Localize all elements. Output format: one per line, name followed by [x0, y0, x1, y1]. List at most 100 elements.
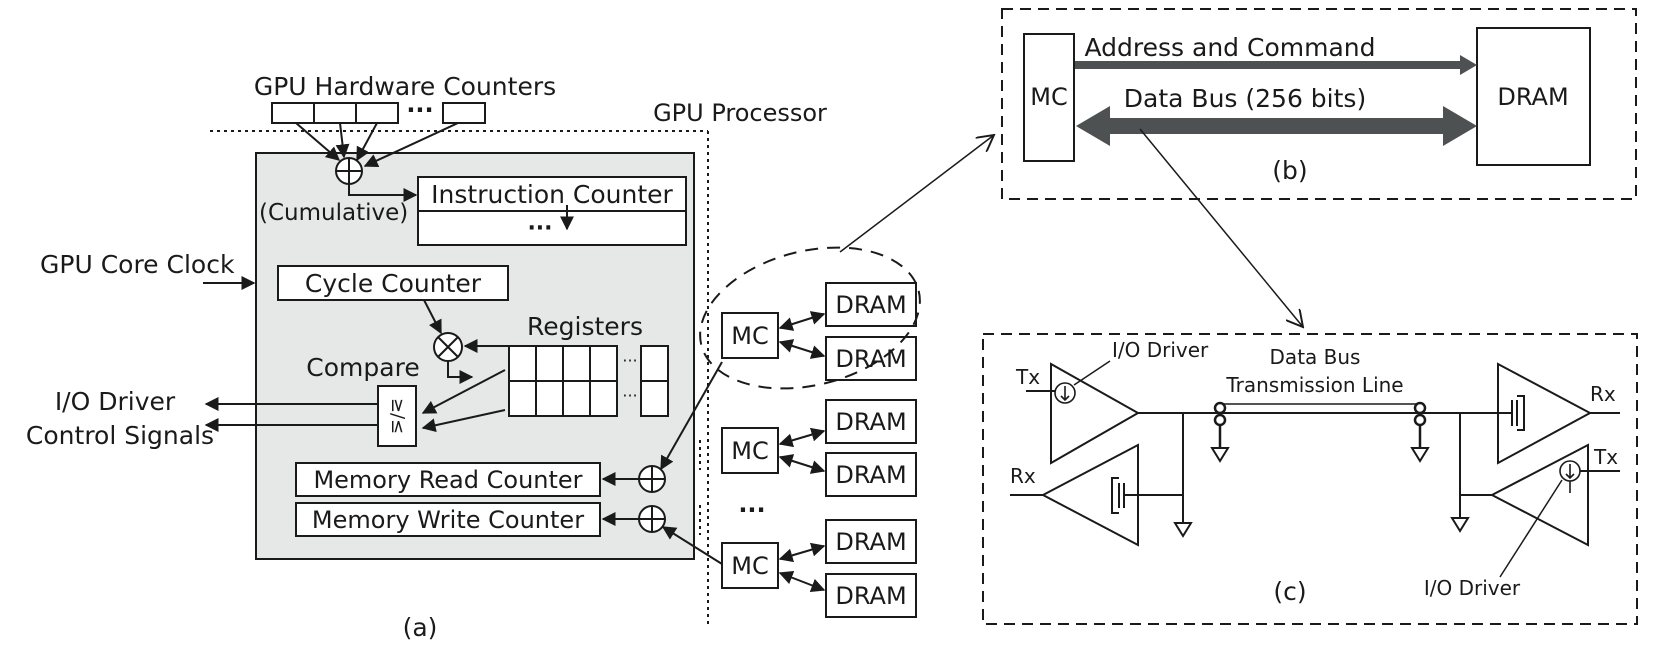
data-bus-line2: Transmission Line — [1225, 373, 1403, 397]
adder-write-icon — [638, 505, 666, 533]
mc-dram-link — [778, 311, 826, 331]
dram-label: DRAM — [835, 582, 906, 610]
data-bus-arrow — [1076, 106, 1477, 146]
tx-driver-right-icon — [1489, 443, 1589, 547]
dram-label: DRAM — [835, 461, 906, 489]
rx-right-label: Rx — [1590, 382, 1616, 406]
mc-dram-link — [778, 339, 826, 359]
mosfet-right-icon — [1498, 395, 1525, 431]
io-driver-signals-line1: I/O Driver — [55, 387, 176, 416]
adder-to-instruction-arrow — [348, 184, 418, 202]
memory-read-counter-label: Memory Read Counter — [313, 466, 582, 494]
zoom-highlight-ellipse — [699, 246, 921, 390]
current-source-left-icon — [1054, 382, 1076, 404]
rx-left-label: Rx — [1010, 464, 1036, 488]
dram-box — [825, 282, 917, 327]
dram-label: DRAM — [835, 528, 906, 556]
dram-box — [825, 452, 917, 497]
register-to-compare-arrow-1 — [421, 369, 506, 414]
panel-b-frame — [1001, 8, 1637, 200]
instruction-ellipsis: ··· — [527, 216, 552, 241]
memory-read-counter-box — [295, 462, 601, 497]
mc-group-2: MC DRAM DRAM — [721, 399, 917, 497]
mc1-to-read-adder-arrow — [660, 361, 723, 471]
tx-driver-left-icon — [1050, 362, 1141, 465]
memory-write-counter-box — [295, 502, 601, 537]
cumulative-label: (Cumulative) — [259, 200, 408, 226]
io-driver-bottom-label: I/O Driver — [1424, 576, 1521, 600]
dram-box — [825, 573, 917, 618]
panel-c: Tx I/O Driver Data Bus Transmission Line — [982, 333, 1638, 625]
mc-label: MC — [731, 437, 768, 465]
ground-icon — [1450, 517, 1470, 533]
mc-dram-link — [778, 427, 826, 448]
dram-block-label: DRAM — [1497, 83, 1568, 111]
panel-c-frame — [982, 333, 1638, 625]
register-to-compare-arrow-2 — [421, 409, 506, 433]
counter-arrow-4 — [363, 122, 459, 168]
tx-right-label: Tx — [1593, 445, 1618, 469]
dram-label: DRAM — [835, 291, 906, 319]
mc-label: MC — [731, 322, 768, 350]
gpu-processor-label: GPU Processor — [653, 99, 827, 127]
caption-c: (c) — [1273, 577, 1306, 606]
mc-block-label: MC — [1030, 83, 1067, 111]
multiplier-icon — [433, 332, 463, 362]
hw-counter-box-3 — [355, 102, 399, 124]
memory-write-counter-label: Memory Write Counter — [312, 506, 584, 534]
hw-counter-boxes — [271, 102, 486, 124]
data-bus-label: Data Bus (256 bits) — [1124, 84, 1366, 113]
cycle-counter-box — [277, 265, 509, 301]
counter-arrow-2 — [335, 122, 350, 159]
instruction-counter-extension — [417, 210, 687, 246]
register-grid — [508, 345, 669, 417]
hw-counter-box-4 — [442, 102, 486, 124]
panel-b: MC DRAM Address and Command Data Bus (25… — [1001, 8, 1637, 327]
register-ellipsis-top: ··· — [622, 351, 637, 370]
dram-box — [825, 336, 917, 381]
ground-icon — [1210, 447, 1230, 463]
compare-symbol: ≥/≤ — [387, 398, 408, 434]
mc-group-1: MC DRAM DRAM — [721, 282, 917, 381]
dram-block — [1476, 27, 1591, 166]
cycle-to-multiplier-arrow — [423, 299, 442, 335]
mc-dram-link — [778, 571, 826, 592]
caption-a: (a) — [403, 613, 438, 642]
ground-icon — [1410, 447, 1430, 463]
zoom-to-panel-b-arrow — [839, 135, 994, 253]
multiplier-output-arrow — [447, 361, 474, 384]
mc3-to-write-adder-arrow — [661, 526, 723, 565]
mc-dram-link — [778, 542, 826, 563]
data-bus-line1: Data Bus — [1270, 345, 1361, 369]
core-clock-label: GPU Core Clock — [40, 250, 235, 279]
mc-group-3: MC DRAM DRAM — [721, 519, 917, 618]
adder-read-icon — [638, 465, 666, 493]
coax-left-icon — [1213, 401, 1227, 448]
address-command-arrow — [1075, 55, 1477, 75]
io-driver-bottom-leader — [1499, 479, 1563, 578]
io-driver-top-leader — [1073, 360, 1111, 386]
mc-label: MC — [731, 552, 768, 580]
compare-label: Compare — [306, 353, 419, 382]
register-ellipsis-bottom: ··· — [622, 386, 637, 405]
dram-label: DRAM — [835, 345, 906, 373]
mc-dram-link — [778, 454, 826, 474]
cycle-counter-label: Cycle Counter — [305, 269, 482, 298]
io-driver-signals-line2: Control Signals — [26, 421, 214, 450]
adder-top-icon — [335, 157, 363, 185]
mosfet-left-icon — [1111, 477, 1183, 514]
zoom-to-panel-c-arrow — [1139, 128, 1303, 327]
instruction-counter-label: Instruction Counter — [431, 180, 673, 209]
current-source-right-icon — [1559, 460, 1581, 482]
mc-box — [721, 427, 779, 474]
io-driver-top-label: I/O Driver — [1112, 338, 1209, 362]
mc-ellipsis: ··· — [738, 496, 765, 524]
tx-left-label: Tx — [1015, 365, 1040, 389]
mc-box — [721, 312, 779, 359]
hw-counter-box-1 — [271, 102, 315, 124]
ground-icon — [1173, 522, 1193, 538]
dram-box — [825, 399, 917, 444]
dram-label: DRAM — [835, 408, 906, 436]
